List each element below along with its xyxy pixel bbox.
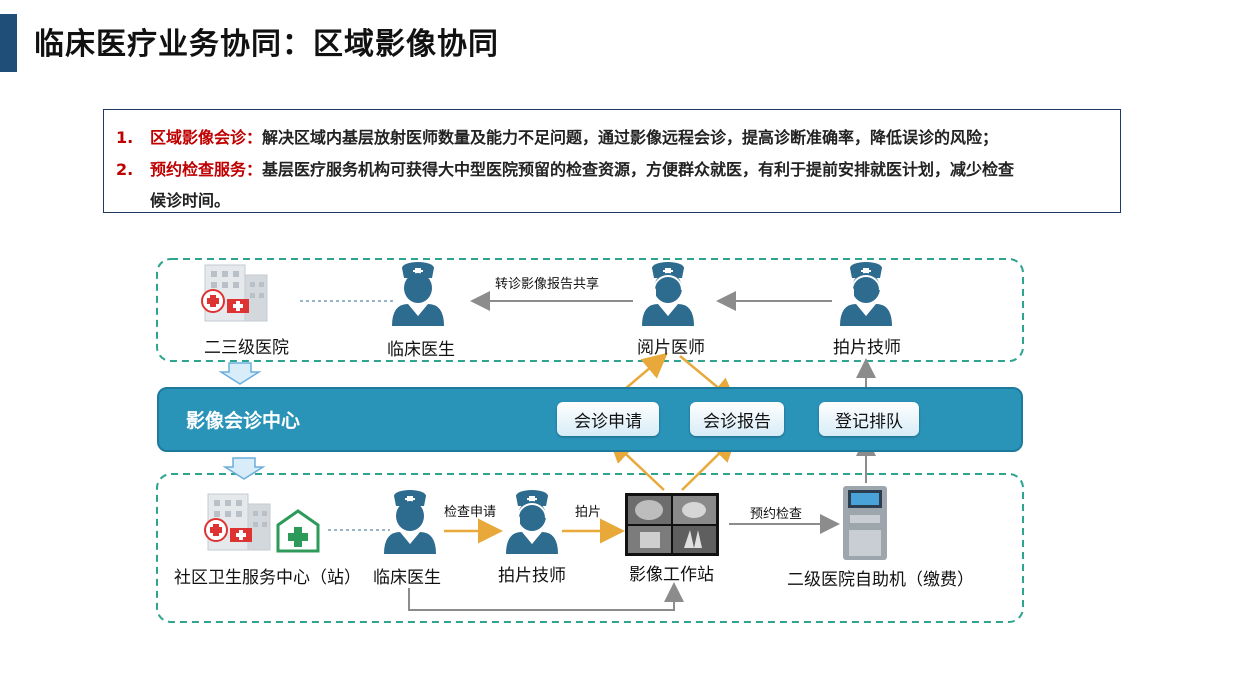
title-accent-bar [0, 14, 17, 72]
share-label: 转诊影像报告共享 [495, 277, 600, 292]
self-service-kiosk-icon [843, 486, 887, 560]
hospital-building-icon [201, 264, 268, 322]
down-arrow-icon [222, 457, 266, 480]
register-queue-button[interactable]: 登记排队 [819, 402, 919, 436]
reading-doctor-icon [642, 262, 694, 326]
community-building-icon [204, 493, 271, 551]
info-item-1: 1.区域影像会诊：解决区域内基层放射医师数量及能力不足问题，通过影像远程会诊，提… [116, 128, 999, 147]
consultation-report-button[interactable]: 会诊报告 [690, 402, 784, 436]
shoot-label: 拍片 [575, 505, 602, 520]
info-item-2: 2.预约检查服务：基层医疗服务机构可获得大中型医院预留的检查资源，方便群众就医，… [116, 160, 1015, 179]
bottom-group-frame [156, 473, 1024, 623]
tech-top-label: 拍片技师 [833, 338, 901, 358]
community-label: 社区卫生服务中心（站） [174, 568, 361, 588]
clinical-doctor-top-label: 临床医生 [387, 340, 455, 360]
tech-bottom-label: 拍片技师 [498, 566, 566, 586]
exam-request-label: 检查申请 [444, 505, 497, 520]
info-box: 1.区域影像会诊：解决区域内基层放射医师数量及能力不足问题，通过影像远程会诊，提… [103, 109, 1121, 213]
clinical-doctor-bottom-label: 临床医生 [373, 568, 441, 588]
top-group-frame [156, 258, 1024, 362]
hospital-label: 二三级医院 [204, 338, 289, 358]
kiosk-label: 二级医院自助机（缴费） [787, 570, 974, 590]
info-item-2-continued: 候诊时间。 [150, 191, 231, 210]
center-title: 影像会诊中心 [186, 410, 301, 432]
imaging-workstation-icon [625, 493, 719, 556]
page-title: 临床医疗业务协同：区域影像协同 [34, 27, 499, 62]
consultation-request-button[interactable]: 会诊申请 [557, 402, 659, 436]
appointment-label: 预约检查 [750, 507, 803, 522]
tech-bottom-icon [506, 490, 558, 554]
clinical-doctor-bottom-icon [384, 490, 436, 554]
tech-top-icon [840, 262, 892, 326]
workstation-label: 影像工作站 [629, 565, 714, 585]
clinical-doctor-top-icon [392, 262, 444, 326]
community-health-icon [276, 509, 320, 553]
down-arrow-icon [218, 362, 262, 385]
reading-doctor-label: 阅片医师 [637, 338, 705, 358]
